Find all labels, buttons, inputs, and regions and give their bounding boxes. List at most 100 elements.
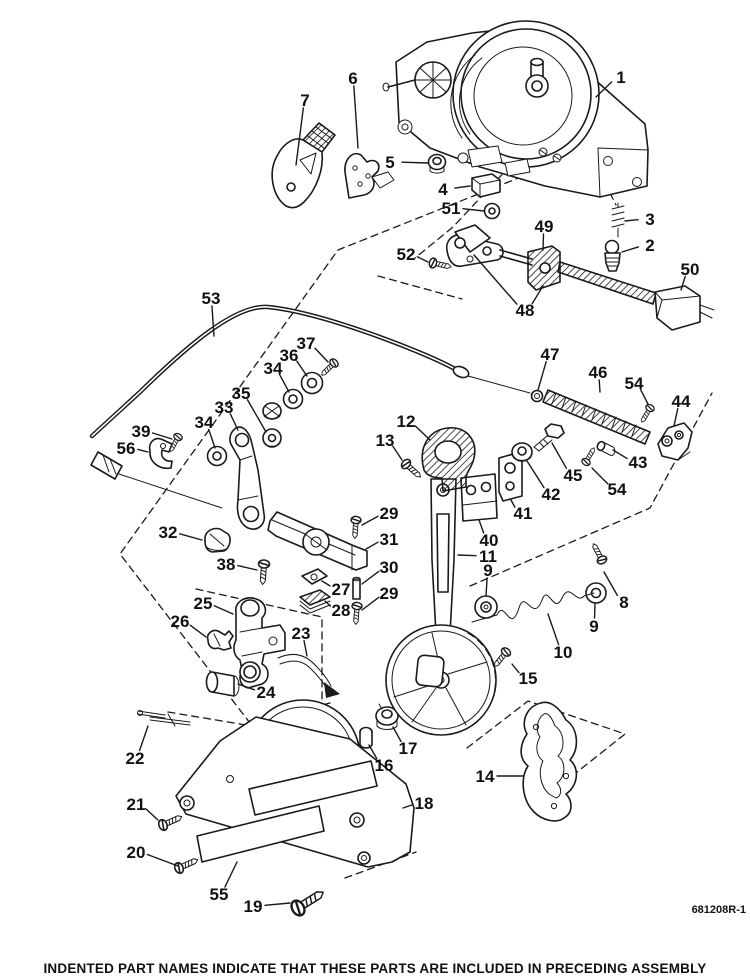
footer-note: INDENTED PART NAMES INDICATE THAT THESE … — [0, 961, 750, 976]
callout-leader-line — [322, 581, 330, 586]
washer-36 — [302, 373, 323, 394]
callout-label: 1 — [616, 68, 625, 87]
callout-label: 4 — [438, 180, 448, 199]
callout-leader-line — [362, 516, 378, 525]
grommet-9-left — [475, 596, 497, 618]
screw-20 — [173, 855, 200, 875]
callout-label: 30 — [380, 558, 399, 577]
callout-label: 55 — [210, 885, 229, 904]
callout-leader-line — [146, 809, 158, 820]
callout-label: 53 — [202, 289, 221, 308]
callout-label: 51 — [442, 199, 461, 218]
callout-leader-line — [147, 855, 178, 866]
detent-block-25 — [234, 598, 285, 688]
callout-leader-line — [140, 726, 148, 751]
callout-label: 50 — [681, 260, 700, 279]
callout-label: 29 — [380, 504, 399, 523]
callout-leader-line — [265, 903, 290, 905]
callout-label: 54 — [625, 374, 644, 393]
callout-leader-line — [180, 534, 202, 540]
cam-plate-14 — [521, 702, 576, 821]
swivel-lever-48 — [447, 225, 532, 266]
grommet-9-right — [586, 583, 606, 603]
screw-38 — [257, 560, 270, 585]
o-ring-47 — [532, 391, 543, 402]
callout-label: 44 — [672, 392, 691, 411]
screw-54-upper — [638, 403, 655, 424]
callout-label: 17 — [399, 739, 418, 758]
bushing-16 — [360, 728, 372, 749]
callout-leader-line — [304, 641, 307, 656]
callout-leader-line — [458, 555, 476, 556]
screw-8 — [589, 541, 608, 565]
callout-leader-line — [366, 542, 378, 549]
callout-leader-line — [402, 162, 428, 163]
callout-label: 42 — [542, 485, 561, 504]
callout-leader-line — [190, 625, 206, 637]
callout-label: 5 — [385, 153, 394, 172]
callout-leader-line — [486, 578, 487, 596]
callout-label: 37 — [297, 334, 316, 353]
nut-5-lower — [263, 403, 281, 419]
callout-label: 56 — [117, 439, 136, 458]
cable-block-49 — [528, 246, 560, 290]
callout-leader-line — [209, 429, 215, 448]
motion-arrow-23 — [278, 654, 340, 698]
screw-52 — [428, 257, 452, 271]
callout-leader-line — [417, 257, 428, 262]
callout-label: 25 — [194, 594, 213, 613]
callout-label: 20 — [127, 843, 146, 862]
callout-leader-line — [362, 597, 379, 610]
control-housing — [383, 21, 648, 197]
pin-30 — [353, 577, 360, 599]
callout-label: 34 — [195, 413, 214, 432]
callout-label: 45 — [564, 466, 583, 485]
callout-leader-line — [527, 461, 544, 488]
callout-leader-line — [592, 468, 608, 484]
screw-21 — [157, 812, 184, 832]
screw-29-upper — [350, 516, 361, 539]
callout-leader-line — [543, 234, 544, 250]
roller-24 — [207, 672, 240, 696]
callout-label: 23 — [292, 624, 311, 643]
callout-leader-line — [674, 409, 678, 426]
callout-label: 35 — [232, 384, 251, 403]
drawing-number: 681208R-1 — [692, 904, 746, 916]
pin-22 — [138, 711, 191, 727]
callout-label: 48 — [516, 301, 535, 320]
callout-label: 18 — [415, 794, 434, 813]
callout-label: 9 — [589, 617, 598, 636]
callout-leader-line — [538, 362, 546, 390]
screw-29-lower — [351, 602, 362, 625]
callout-label: 7 — [300, 91, 309, 110]
bracket-44 — [658, 423, 692, 460]
callout-label: 26 — [171, 612, 190, 631]
callout-label: 21 — [127, 795, 146, 814]
washer-51 — [485, 204, 500, 219]
callout-leader-line — [415, 426, 430, 440]
callout-label: 15 — [519, 669, 538, 688]
callout-label: 12 — [397, 412, 416, 431]
callout-leader-line — [225, 862, 237, 887]
callout-label: 49 — [535, 217, 554, 236]
callout-label: 14 — [476, 767, 495, 786]
callout-label: 47 — [541, 345, 560, 364]
callout-label: 27 — [332, 580, 351, 599]
callout-label: 22 — [126, 749, 145, 768]
bolt-45 — [534, 424, 564, 451]
callout-leader-line — [153, 433, 172, 439]
screw-19 — [289, 885, 328, 917]
shift-lever — [272, 123, 335, 208]
callout-label: 32 — [159, 523, 178, 542]
callout-label: 24 — [257, 683, 276, 702]
screw-13 — [400, 458, 424, 481]
wing-nut-32 — [205, 529, 230, 552]
callout-label: 46 — [589, 363, 608, 382]
callout-leader-line — [455, 186, 470, 188]
callout-label: 8 — [619, 593, 628, 612]
callout-leader-line — [138, 449, 148, 452]
nut-5-upper — [429, 155, 446, 174]
callout-leader-line — [622, 247, 638, 252]
